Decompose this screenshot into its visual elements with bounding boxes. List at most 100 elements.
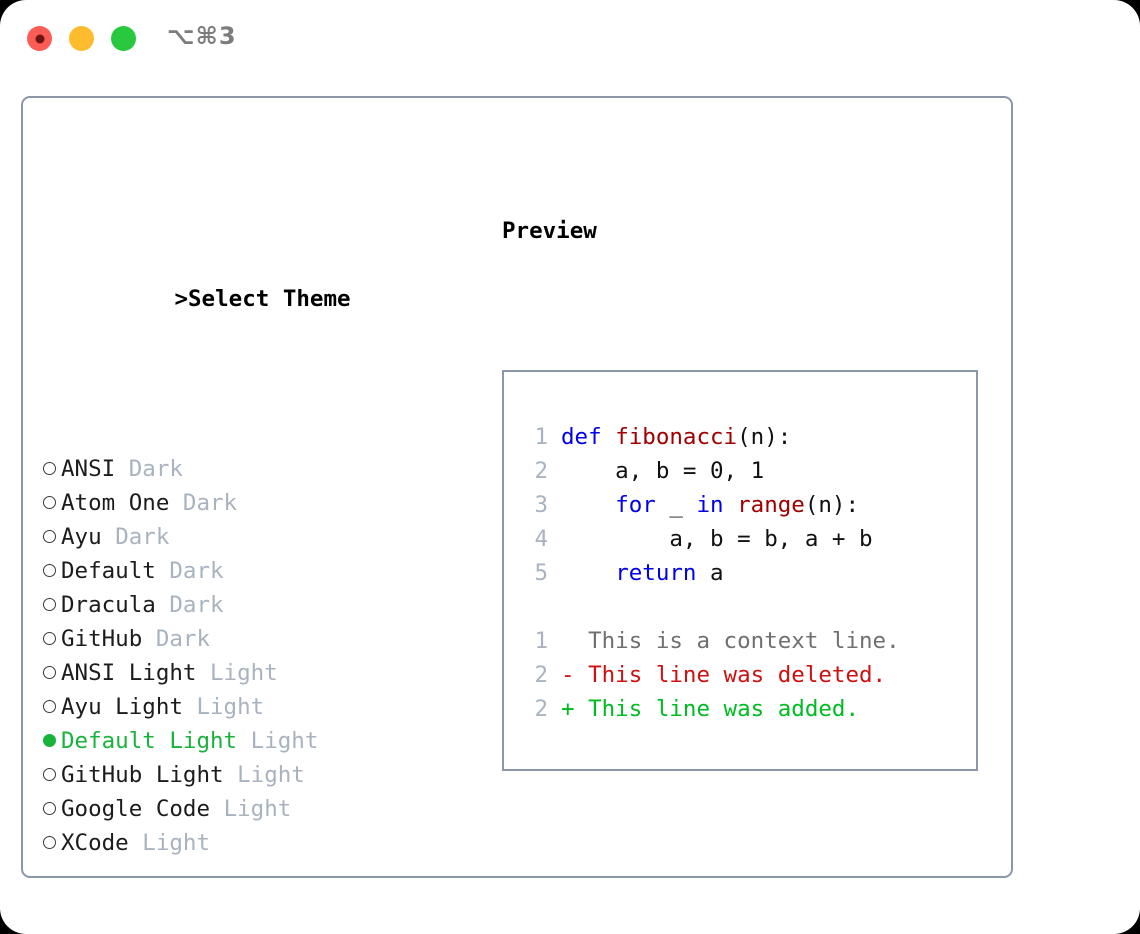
theme-option-tag: Light (210, 660, 278, 686)
radio-dot (43, 462, 56, 475)
code-line-content: a, b = b, a + b (561, 522, 873, 556)
diff-line-number: 2 (534, 662, 548, 688)
diff-line-number: 1 (534, 628, 548, 654)
theme-option-label: Ayu (61, 524, 116, 550)
radio-dot (43, 666, 56, 679)
diff-line: 2 + This line was added. (522, 692, 900, 726)
theme-option-label: Google Code (61, 796, 224, 822)
preview-title: Preview (502, 218, 597, 244)
code-token-plain (724, 492, 738, 518)
code-token-plain: a, b = 0, 1 (561, 458, 765, 484)
maximize-button[interactable] (111, 26, 136, 51)
theme-option-label: ANSI (61, 456, 129, 482)
radio-dot (43, 496, 56, 509)
theme-option-tag: Dark (155, 626, 211, 652)
code-token-plain: _ (655, 492, 697, 518)
code-token-kw: for (615, 492, 656, 518)
diff-line-text: This line was added. (574, 696, 860, 722)
diff-line-number: 2 (534, 696, 548, 722)
code-line-number: 3 (534, 492, 548, 518)
code-token-plain: a (696, 560, 724, 586)
code-line-content: return a (561, 556, 724, 590)
theme-option-xcode[interactable]: XCode Light (39, 826, 489, 860)
theme-option-ansi[interactable]: ANSI Dark (39, 452, 489, 486)
theme-option-label: GitHub Light (61, 762, 238, 788)
theme-option-tag: Dark (128, 456, 183, 482)
code-line: 2 a, b = 0, 1 (522, 454, 900, 488)
theme-option-label: Default (61, 558, 170, 584)
radio-dot (43, 530, 56, 543)
theme-option-label: Default Light (61, 728, 251, 754)
diff-marker: - (561, 662, 575, 688)
theme-option-label: ANSI Light (61, 660, 211, 686)
radio-dot (43, 836, 56, 849)
diff-marker: + (561, 696, 575, 722)
code-line-content: for _ in range(n): (561, 488, 859, 522)
close-button[interactable] (27, 26, 52, 51)
radio-dot (43, 632, 56, 645)
diff-line: 2- This line was deleted. (522, 658, 900, 692)
theme-option-tag: Light (223, 796, 292, 822)
code-line-number: 2 (534, 458, 548, 484)
focus-caret-icon: > (174, 286, 189, 312)
theme-option-ansi-light[interactable]: ANSI Light Light (39, 656, 489, 690)
theme-option-atom-one[interactable]: Atom One Dark (39, 486, 489, 520)
minimize-button[interactable] (69, 26, 94, 51)
theme-option-default-light[interactable]: Default Light Light (39, 724, 489, 758)
theme-option-label: XCode (61, 830, 143, 856)
theme-option-ayu[interactable]: Ayu Dark (39, 520, 489, 554)
theme-option-label: Atom One (61, 490, 183, 516)
code-token-plain: (n): (737, 424, 792, 450)
theme-option-tag: Dark (169, 558, 224, 584)
theme-option-tag: Light (250, 728, 319, 754)
radio-dot (43, 598, 56, 611)
theme-option-ayu-light[interactable]: Ayu Light Light (39, 690, 489, 724)
theme-option-github[interactable]: GitHub Dark (39, 622, 489, 656)
theme-option-tag: Dark (115, 524, 170, 550)
theme-option-dracula[interactable]: Dracula Dark (39, 588, 489, 622)
select-theme-header-label: Select Theme (188, 286, 351, 312)
select-theme-header: >Select Theme (39, 248, 489, 350)
code-line: 4 a, b = b, a + b (522, 522, 900, 556)
theme-option-tag: Dark (169, 592, 224, 618)
theme-option-default[interactable]: Default Dark (39, 554, 489, 588)
title-bar: ⌥⌘3 (0, 0, 1140, 78)
code-line-content: def fibonacci(n): (561, 420, 791, 454)
code-token-plain (561, 560, 615, 586)
theme-option-label: Dracula (61, 592, 170, 618)
code-token-plain (561, 492, 615, 518)
code-line-number: 1 (534, 424, 548, 450)
code-token-fn: range (737, 492, 805, 518)
code-token-kw: in (696, 492, 724, 518)
diff-marker (561, 624, 575, 658)
theme-option-tag: Light (196, 694, 265, 720)
code-token-kw: def (561, 424, 616, 450)
code-line-number: 4 (534, 526, 548, 552)
theme-option-label: Ayu Light (61, 694, 197, 720)
code-token-plain: a, b = b, a + b (561, 526, 873, 552)
diff-line: 1 This is a context line. (522, 624, 900, 658)
code-diff-separator (522, 590, 900, 624)
theme-option-tag: Light (142, 830, 211, 856)
code-line: 5 return a (522, 556, 900, 590)
theme-option-google-code[interactable]: Google Code Light (39, 792, 489, 826)
code-line: 1 def fibonacci(n): (522, 420, 900, 454)
code-line-content: a, b = 0, 1 (561, 454, 764, 488)
theme-option-github-light[interactable]: GitHub Light Light (39, 758, 489, 792)
code-token-plain: (n): (804, 492, 860, 518)
radio-dot (43, 734, 56, 747)
radio-dot (43, 802, 56, 815)
code-token-fn: fibonacci (615, 424, 738, 450)
theme-option-tag: Light (237, 762, 305, 788)
code-line-number: 5 (534, 560, 548, 586)
radio-dot (43, 700, 56, 713)
code-token-kw: return (615, 560, 697, 586)
diff-line-text: This is a context line. (574, 628, 900, 654)
